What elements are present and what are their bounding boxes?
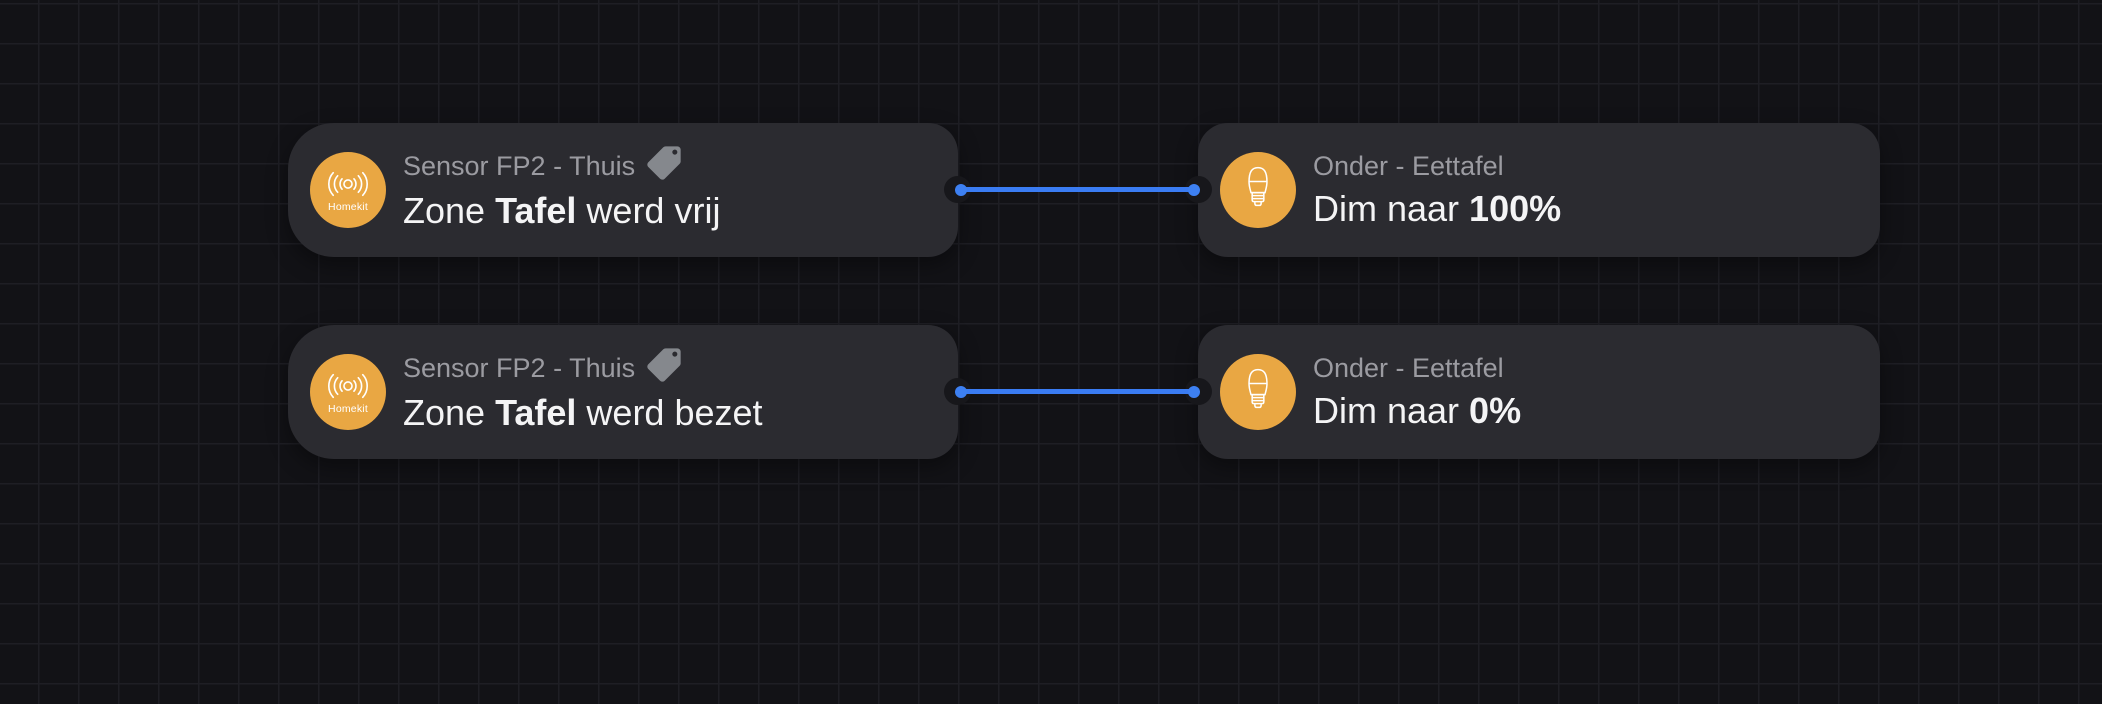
- tag-icon: [647, 145, 681, 180]
- connection-line[interactable]: [961, 389, 1194, 394]
- node-device-row: Onder - Eettafel: [1313, 353, 1521, 383]
- node-device-row: Onder - Eettafel: [1313, 151, 1561, 181]
- node-device-row: Sensor FP2 - Thuis: [403, 347, 763, 385]
- node-device-name: Onder - Eettafel: [1313, 150, 1504, 181]
- light-bulb-icon: [1220, 152, 1296, 228]
- connection-line[interactable]: [961, 187, 1194, 192]
- light-bulb-icon: [1220, 354, 1296, 430]
- node-device-name: Sensor FP2 - Thuis: [403, 150, 636, 181]
- flow-node-action-dim-100[interactable]: Onder - Eettafel Dim naar 100%: [1198, 123, 1880, 257]
- tag-icon: [647, 347, 681, 382]
- node-title: Zone Tafel werd vrij: [403, 189, 721, 231]
- node-title: Dim naar 0%: [1313, 389, 1522, 431]
- connection-handle-out[interactable]: [955, 184, 967, 196]
- flow-node-trigger-zone-bezet[interactable]: Homekit Sensor FP2 - Thuis Zone Tafel we…: [288, 325, 958, 459]
- presence-sensor-icon: Homekit: [310, 354, 386, 430]
- node-title: Zone Tafel werd bezet: [403, 391, 763, 433]
- connection-handle-in[interactable]: [1188, 386, 1200, 398]
- presence-sensor-icon: Homekit: [310, 152, 386, 228]
- connection-handle-in[interactable]: [1188, 184, 1200, 196]
- icon-badge-label: Homekit: [328, 200, 368, 213]
- flow-node-action-dim-0[interactable]: Onder - Eettafel Dim naar 0%: [1198, 325, 1880, 459]
- node-device-name: Onder - Eettafel: [1313, 352, 1504, 383]
- connection-handle-out[interactable]: [955, 386, 967, 398]
- node-device-row: Sensor FP2 - Thuis: [403, 145, 720, 183]
- node-title: Dim naar 100%: [1313, 187, 1562, 229]
- flow-node-trigger-zone-vrij[interactable]: Homekit Sensor FP2 - Thuis Zone Tafel we…: [288, 123, 958, 257]
- node-device-name: Sensor FP2 - Thuis: [403, 352, 636, 383]
- icon-badge-label: Homekit: [328, 402, 368, 415]
